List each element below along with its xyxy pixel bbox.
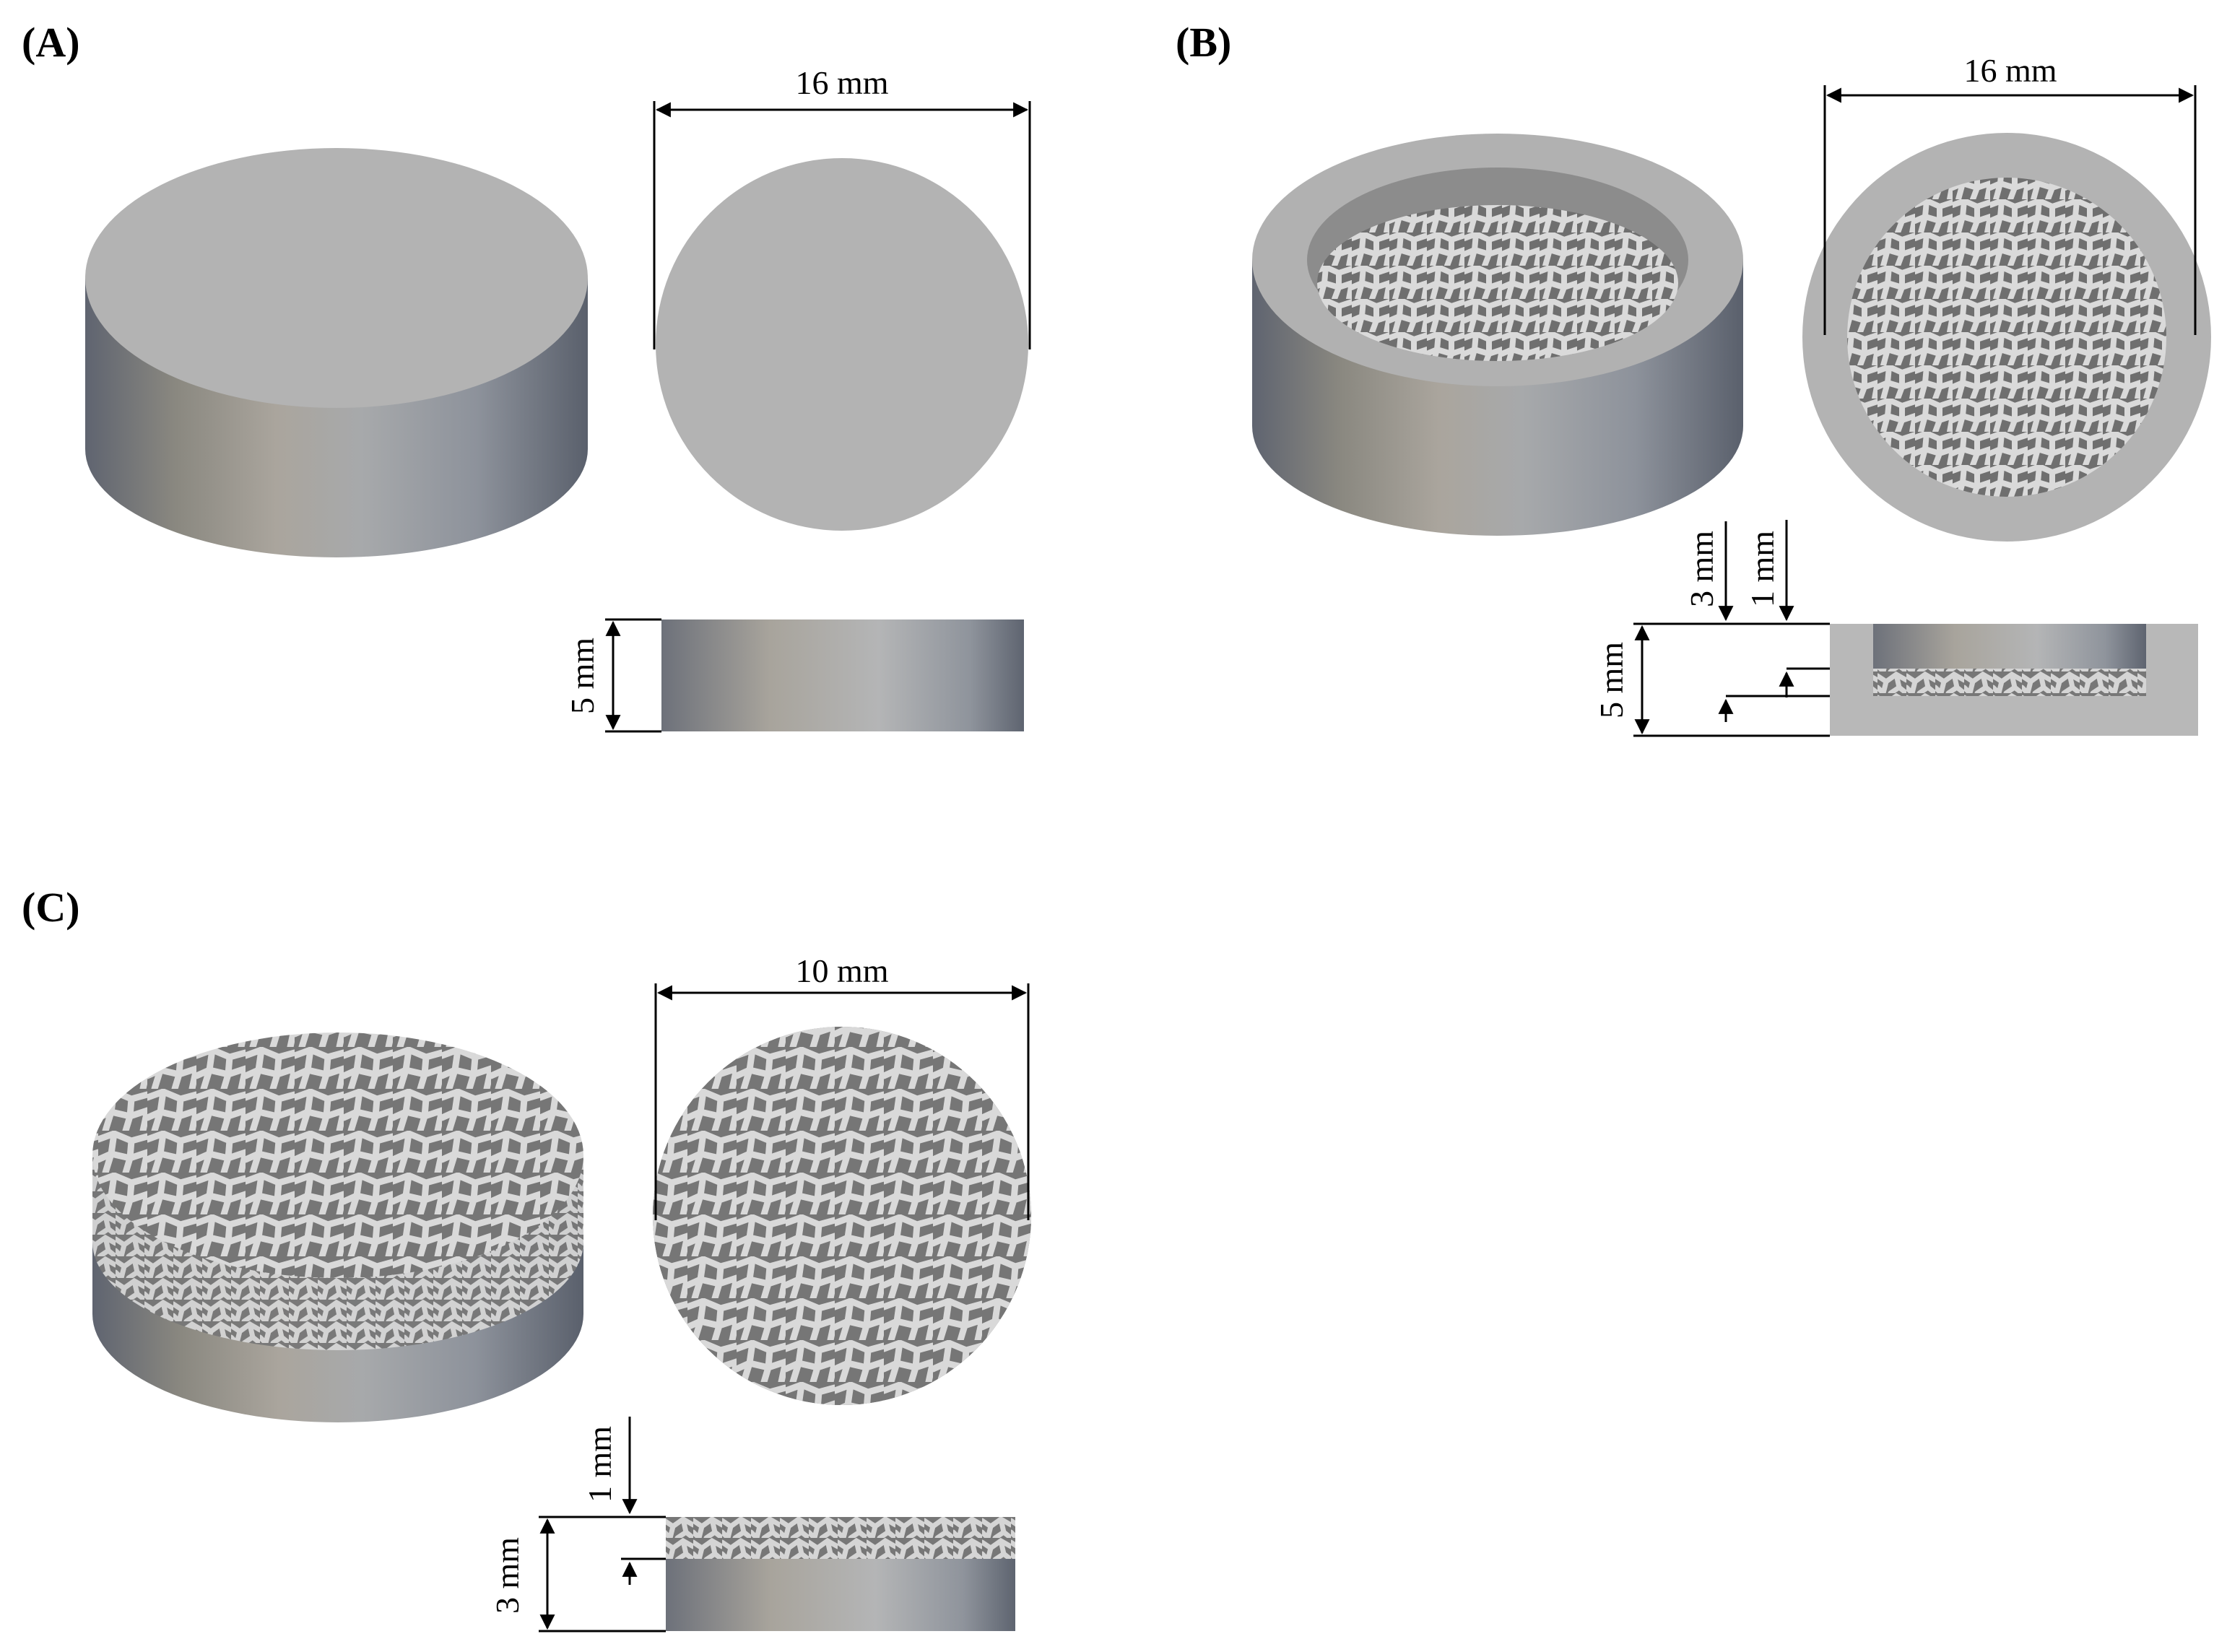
panel-b-section-view [1830,624,2198,736]
panel-a-label: (A) [22,19,80,66]
panel-c-height-label: 3 mm [489,1537,526,1614]
panel-a-width-label: 16 mm [795,64,888,101]
section-lattice [1873,669,2146,696]
panel-a: (A) 16 mm 5 mm [22,19,1031,733]
panel-c-label: (C) [22,884,80,931]
panel-a-iso-disc [85,148,588,557]
panel-c: (C) 10 mm 3 [22,884,1031,1633]
panel-b-dimensions [1633,520,1830,737]
panel-c-dimensions [539,1417,666,1633]
panel-a-height-label: 5 mm [564,638,601,714]
panel-a-height-dimension [605,618,661,733]
top-view-lattice [1847,178,2166,497]
panel-a-width-dimension [653,101,1031,349]
panel-b-width-label: 16 mm [1963,52,2057,89]
panel-b-width-dimension [1823,85,2197,335]
panel-b: (B) 16 mm [1176,19,2211,737]
panel-b-recess-label: 3 mm [1683,531,1720,607]
panel-c-side-view [666,1517,1015,1631]
disc-top-face [85,148,588,408]
panel-b-label: (B) [1176,19,1231,66]
panel-c-top-view [653,1027,1031,1405]
panel-c-width-label: 10 mm [795,952,888,989]
lattice-disc-top [92,1032,583,1278]
panel-b-iso-cup [1252,134,1743,536]
side-view-lattice [666,1517,1015,1559]
panel-c-iso-disc [92,1032,583,1422]
panel-a-side-view [661,620,1024,731]
panel-c-lattice-label: 1 mm [581,1426,618,1503]
panel-c-width-dimension [654,983,1030,1220]
cup-lattice [1317,205,1678,361]
panel-b-height-label: 5 mm [1593,642,1630,718]
panel-b-lattice-label: 1 mm [1744,531,1781,607]
top-view-lattice [653,1027,1031,1405]
panel-a-top-view [656,158,1028,531]
panel-b-top-view [1802,133,2211,542]
